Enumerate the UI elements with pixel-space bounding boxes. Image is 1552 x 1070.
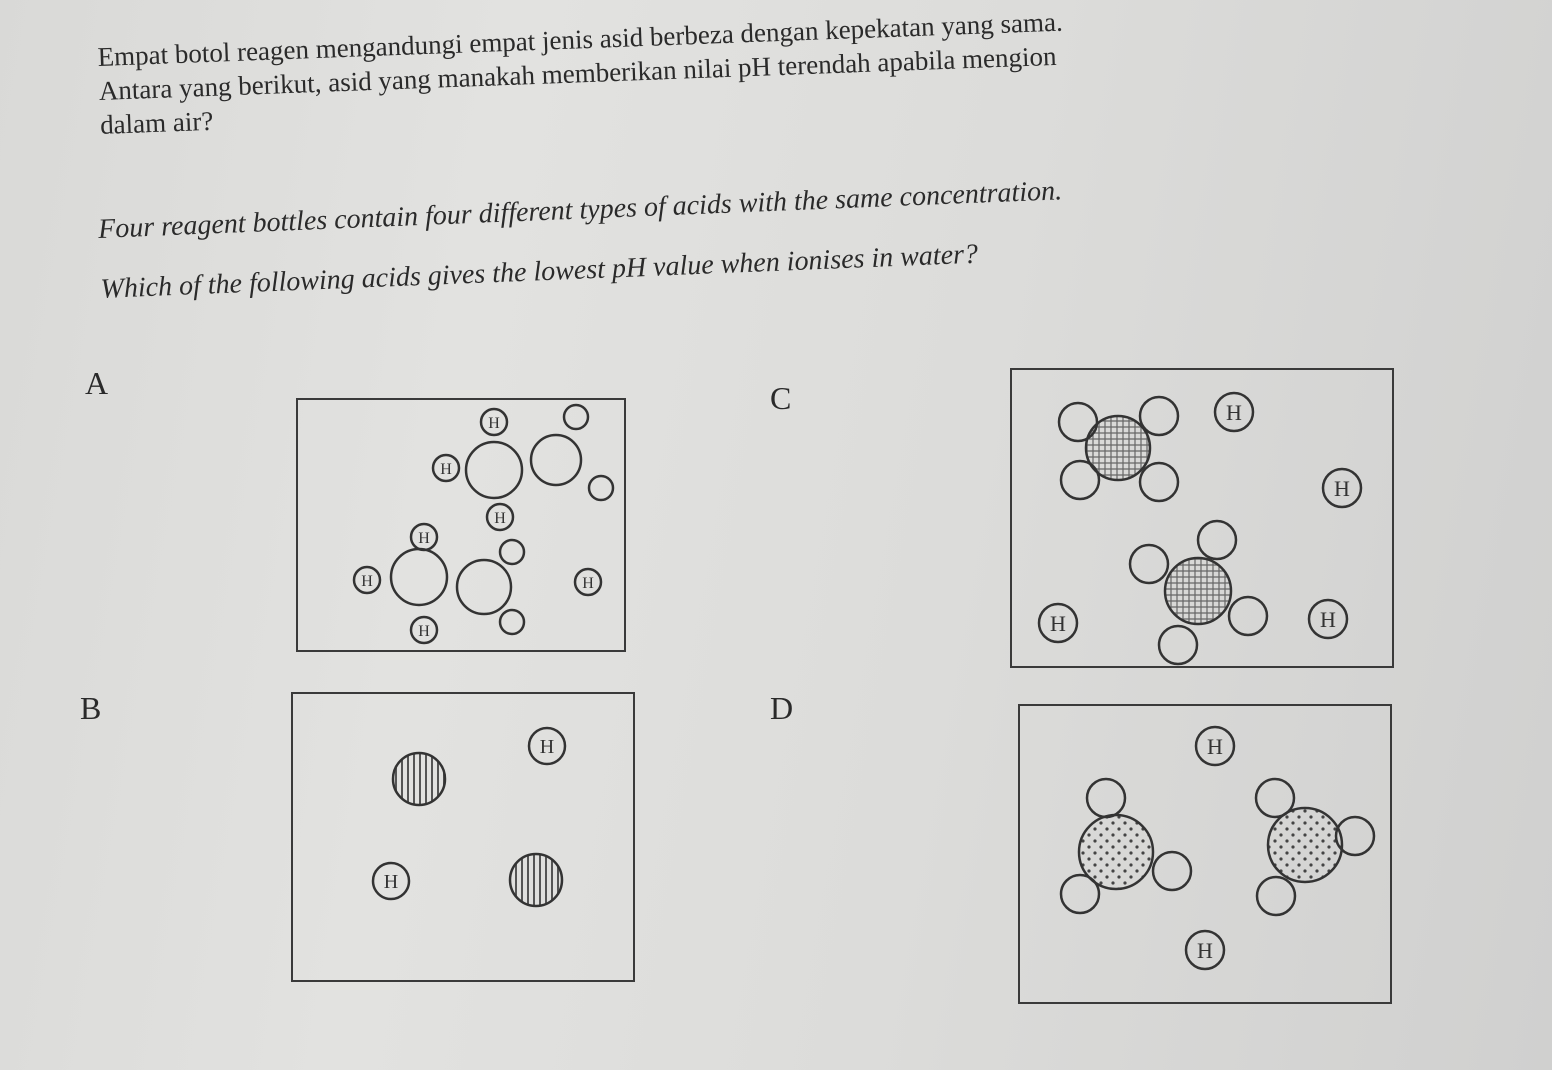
svg-text:H: H: [582, 575, 594, 592]
svg-text:H: H: [1334, 476, 1350, 501]
molecule-diagram-a: H H H H H H H: [352, 403, 615, 645]
svg-text:H: H: [440, 461, 452, 478]
option-b-label[interactable]: B: [80, 690, 102, 726]
svg-text:H: H: [1050, 611, 1066, 636]
option-c-diagram[interactable]: H H H H: [1010, 368, 1394, 668]
option-a-label[interactable]: A: [85, 365, 109, 401]
svg-text:H: H: [488, 415, 500, 432]
svg-text:H: H: [384, 871, 398, 893]
svg-text:H: H: [1320, 607, 1336, 632]
molecule-diagram-d: HH: [1059, 725, 1376, 971]
svg-text:H: H: [1207, 734, 1223, 759]
svg-text:H: H: [1226, 400, 1242, 425]
question-malay: Empat botol reagen mengandungi empat jen…: [97, 5, 1066, 142]
option-a-diagram[interactable]: H H H H H H H: [296, 398, 626, 652]
ion-diagram-b: HH: [371, 726, 567, 908]
option-d-label[interactable]: D: [770, 690, 794, 726]
question-english: Four reagent bottles contain four differ…: [97, 161, 1066, 320]
svg-text:H: H: [418, 623, 430, 640]
svg-text:H: H: [540, 736, 554, 758]
svg-text:H: H: [1197, 938, 1213, 963]
molecule-diagram-c: H H H H: [1037, 391, 1363, 666]
svg-text:H: H: [361, 573, 373, 590]
option-c-label[interactable]: C: [770, 380, 792, 416]
svg-text:H: H: [418, 530, 430, 547]
svg-text:H: H: [494, 510, 506, 527]
